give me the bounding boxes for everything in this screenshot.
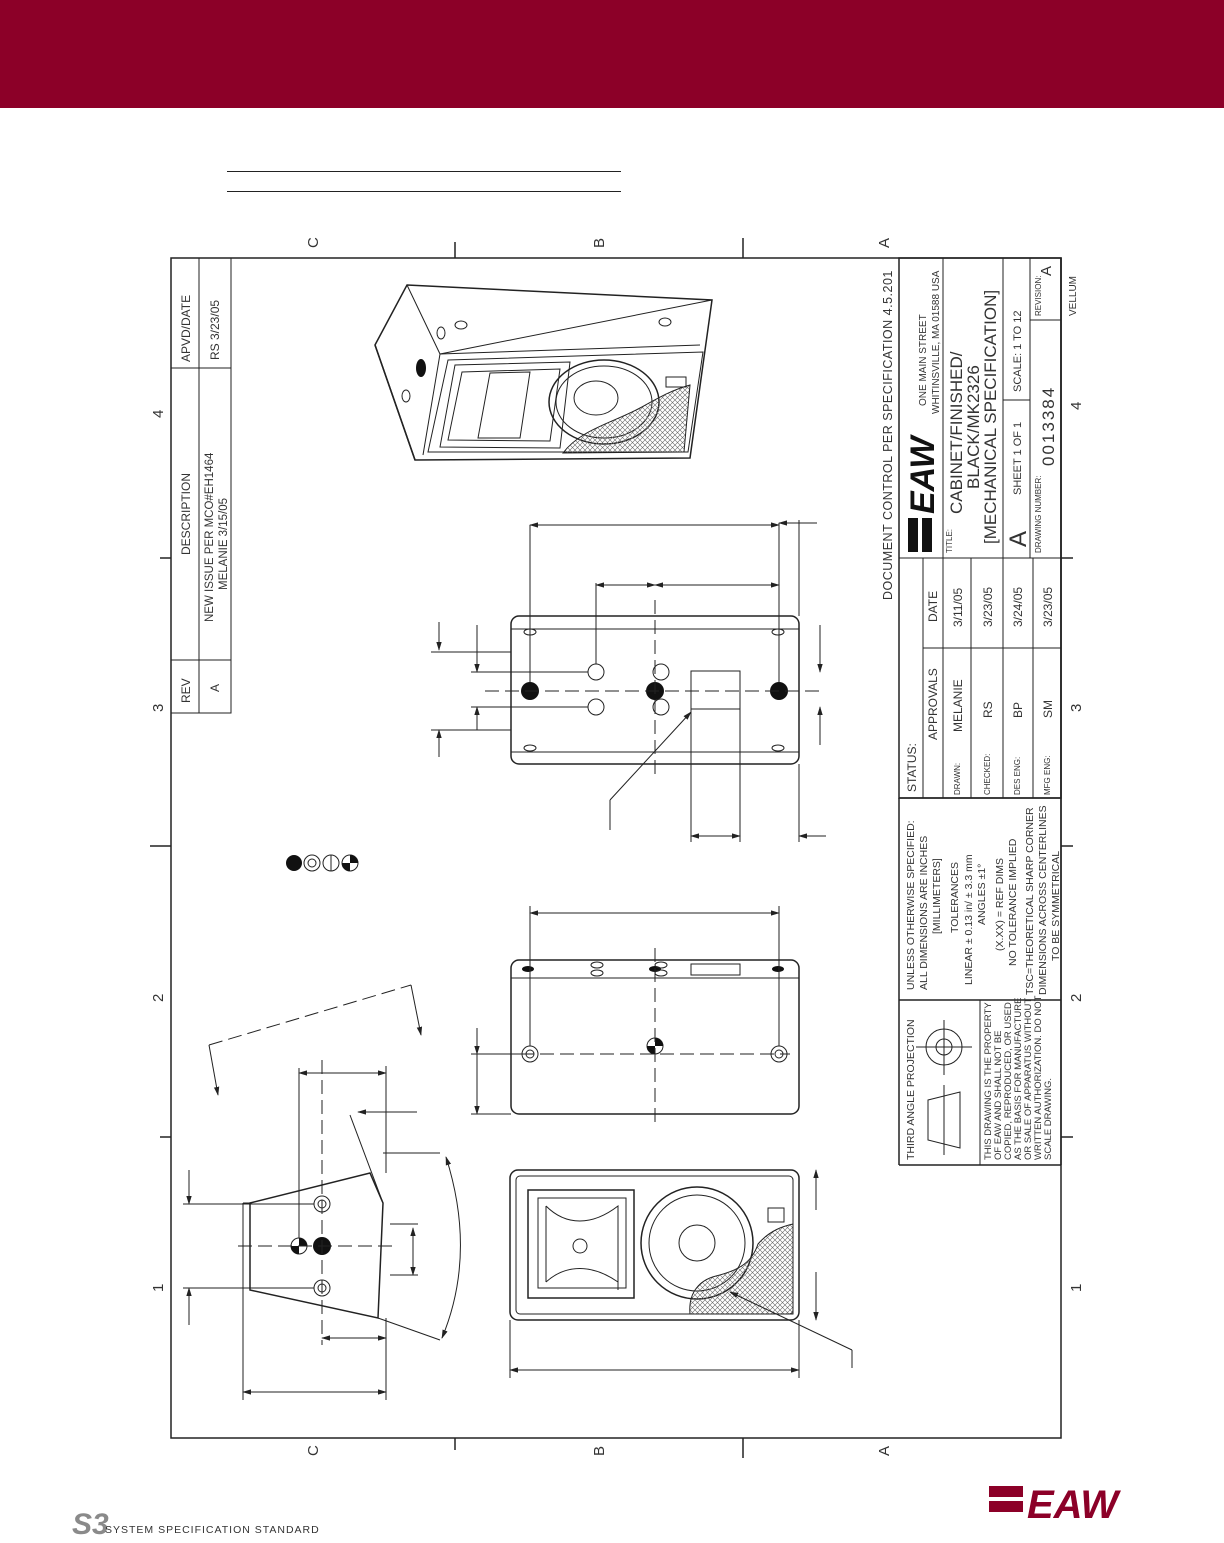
zone-right-2: 2 — [1068, 994, 1085, 1002]
title-line-2: BLACK/MK2326 — [964, 365, 983, 489]
zone-bottom-b: B — [591, 1446, 608, 1456]
cabinet-rear-view — [471, 906, 800, 1128]
svg-text:EAW: EAW — [1027, 1483, 1121, 1524]
rev-header: REV — [179, 678, 193, 703]
svg-text:[MILLIMETERS]: [MILLIMETERS] — [931, 858, 943, 934]
eaw-footer-logo-icon: EAW — [989, 1483, 1121, 1524]
svg-text:OR SALE OF APPARATUS WITHOUT: OR SALE OF APPARATUS WITHOUT — [1023, 998, 1034, 1160]
svg-text:EAW: EAW — [904, 434, 942, 514]
svg-text:LINEAR ± 0.13 in/ ± 3.3 mm: LINEAR ± 0.13 in/ ± 3.3 mm — [963, 854, 975, 985]
svg-text:TSC=THEORETICAL SHARP CORNER: TSC=THEORETICAL SHARP CORNER — [1024, 807, 1036, 995]
mfg-eng-label: MFG ENG: — [1043, 755, 1052, 795]
cabinet-side-view — [183, 984, 461, 1400]
revision-table: REV DESCRIPTION APVD/DATE A NEW ISSUE PE… — [170, 257, 232, 714]
title-line-3: [MECHANICAL SPECIFICATION] — [981, 290, 1000, 544]
header-brand-bar — [0, 0, 1224, 108]
general-notes: UNLESS OTHERWISE SPECIFIED: ALL DIMENSIO… — [905, 805, 1062, 995]
zone-top-c: C — [305, 237, 322, 248]
zone-left-3: 3 — [150, 704, 167, 712]
svg-text:UNLESS OTHERWISE SPECIFIED:: UNLESS OTHERWISE SPECIFIED: — [905, 820, 917, 990]
zone-left-1: 1 — [150, 1284, 167, 1292]
revision-label: REVISION: — [1034, 276, 1043, 316]
mfg-eng-date: 3/23/05 — [1041, 587, 1055, 627]
header-rule-top — [227, 171, 621, 172]
hole-legend-symbols — [286, 854, 359, 872]
footer-tagline: SYSTEM SPECIFICATION STANDARD — [105, 1524, 320, 1536]
zone-bottom-c: C — [305, 1445, 322, 1456]
zone-left-4: 4 — [150, 410, 167, 418]
title-label: TITLE: — [945, 529, 954, 553]
address-line-1: ONE MAIN STREET — [918, 314, 929, 406]
svg-text:ALL DIMENSIONS ARE INCHES: ALL DIMENSIONS ARE INCHES — [918, 836, 930, 990]
mfg-eng-name: SM — [1041, 700, 1055, 718]
svg-text:TOLERANCES: TOLERANCES — [949, 862, 961, 933]
svg-text:ANGLES ±1°: ANGLES ±1° — [976, 864, 988, 925]
svg-text:OF EAW AND SHALL NOT BE: OF EAW AND SHALL NOT BE — [993, 1030, 1004, 1160]
svg-text:WRITTEN AUTHORIZATION. DO NOT: WRITTEN AUTHORIZATION. DO NOT — [1033, 995, 1044, 1160]
s3-logo-icon: S3 — [72, 1508, 109, 1541]
zone-right-3: 3 — [1068, 704, 1085, 712]
cabinet-isometric-view — [374, 284, 713, 461]
approvals-header: APPROVALS — [926, 668, 940, 740]
eaw-title-logo: EAW — [904, 434, 942, 552]
des-eng-label: DES ENG: — [1013, 757, 1022, 795]
svg-text:NO TOLERANCE IMPLIED: NO TOLERANCE IMPLIED — [1007, 838, 1019, 966]
svg-text:S3: S3 — [72, 1508, 109, 1541]
checked-label: CHECKED: — [983, 754, 992, 795]
drawn-date: 3/11/05 — [951, 588, 965, 627]
des-eng-date: 3/24/05 — [1011, 587, 1025, 627]
zone-top-b: B — [591, 238, 608, 248]
zone-right-4: 4 — [1068, 402, 1085, 410]
svg-text:THIS DRAWING IS THE PROPERTY: THIS DRAWING IS THE PROPERTY — [983, 1002, 994, 1160]
revision-value: A — [1038, 266, 1055, 276]
zone-ticks — [150, 238, 1073, 1458]
approved-value: RS 3/23/05 — [208, 300, 222, 360]
description-line-2: MELANIE 3/15/05 — [218, 498, 230, 590]
cabinet-top-view — [431, 520, 826, 842]
checked-date: 3/23/05 — [981, 587, 995, 627]
vellum-note: VELLUM — [1068, 276, 1079, 316]
zone-top-a: A — [876, 238, 893, 248]
status-label: STATUS: — [905, 743, 919, 792]
svg-text:AS THE BASIS FOR MANUFACTURE: AS THE BASIS FOR MANUFACTURE — [1013, 998, 1024, 1160]
zone-bottom-a: A — [876, 1446, 893, 1456]
checked-name: RS — [981, 701, 995, 718]
scale-value: SCALE: 1 TO 12 — [1012, 310, 1024, 392]
svg-text:TO BE SYMMETRICAL: TO BE SYMMETRICAL — [1050, 851, 1062, 961]
drawn-label: DRAWN: — [953, 763, 962, 795]
svg-text:SCALE DRAWING.: SCALE DRAWING. — [1043, 1078, 1054, 1160]
title-block — [898, 257, 1062, 1166]
rev-value: A — [208, 684, 222, 692]
description-line-1: NEW ISSUE PER MCO#EH1464 — [204, 452, 216, 622]
zone-left-2: 2 — [150, 994, 167, 1002]
svg-text:DIMENSIONS ACROSS CENTERLINES: DIMENSIONS ACROSS CENTERLINES — [1037, 805, 1049, 995]
proprietary-note: THIS DRAWING IS THE PROPERTY OF EAW AND … — [983, 995, 1054, 1160]
drawing-number: 0013384 — [1039, 386, 1058, 466]
sheet-size: A — [1005, 531, 1032, 547]
sheet-count: SHEET 1 OF 1 — [1012, 422, 1024, 495]
title-line-1: CABINET/FINISHED/ — [947, 351, 966, 514]
des-eng-name: BP — [1011, 702, 1025, 718]
approved-header: APVD/DATE — [179, 295, 193, 362]
svg-text:(X.XX) = REF DIMS: (X.XX) = REF DIMS — [994, 858, 1006, 951]
projection-label: THIRD ANGLE PROJECTION — [905, 1019, 917, 1160]
zone-right-1: 1 — [1068, 1284, 1085, 1292]
address-line-2: WHITINSVILLE, MA 01588 USA — [931, 270, 942, 414]
description-header: DESCRIPTION — [179, 473, 193, 555]
date-header: DATE — [926, 591, 940, 622]
projection-symbol — [916, 1020, 972, 1155]
document-control-note: DOCUMENT CONTROL PER SPECIFICATION 4.5.2… — [881, 270, 895, 600]
header-rule-bottom — [227, 191, 621, 192]
drawn-name: MELANIE — [951, 679, 965, 732]
cabinet-front-view — [509, 1169, 853, 1378]
drawing-number-label: DRAWING NUMBER: — [1034, 476, 1043, 553]
svg-text:COPIED, REPRODUCED, OR USED: COPIED, REPRODUCED, OR USED — [1003, 1002, 1014, 1160]
